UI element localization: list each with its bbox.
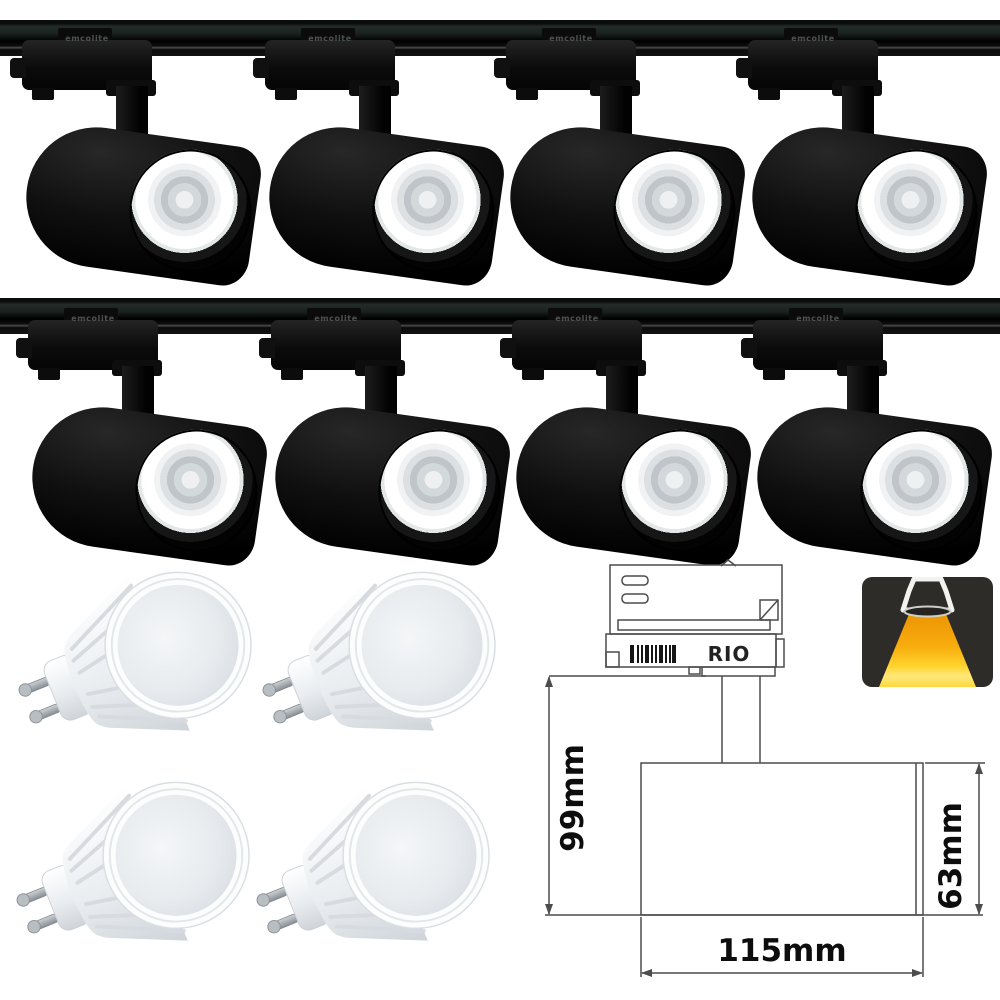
spotlight-lens xyxy=(364,141,503,280)
light-beam xyxy=(879,614,976,687)
track-spotlight: emcolite xyxy=(500,306,768,596)
mount-screw xyxy=(32,88,54,100)
gu10-bulb xyxy=(230,748,517,997)
mount-clip xyxy=(741,338,757,358)
track-spotlight: emcolite xyxy=(253,26,521,316)
beam-angle-icon xyxy=(862,577,993,687)
dim-arrows xyxy=(545,676,983,977)
adapter-notch xyxy=(720,559,737,567)
track-spotlight: emcolite xyxy=(736,26,1000,316)
barcode xyxy=(630,645,676,663)
mount-clip xyxy=(259,338,275,358)
track-spotlight: emcolite xyxy=(10,26,278,316)
mount-clip xyxy=(253,58,269,78)
brand-label: emcolite xyxy=(314,314,358,323)
brand-label: emcolite xyxy=(65,34,109,43)
track-spotlight: emcolite xyxy=(741,306,1000,596)
dim-label-height: 99mm xyxy=(555,744,591,852)
dimension-diagram: RIO 99mm 63mm 115mm xyxy=(538,553,1000,1000)
brand-label: emcolite xyxy=(796,314,840,323)
adapter-slot xyxy=(621,575,649,586)
gu10-bulb xyxy=(0,538,279,787)
spotlight-lens xyxy=(852,421,991,560)
model-label: RIO xyxy=(708,642,751,666)
track-spotlight: emcolite xyxy=(16,306,284,596)
spotlight-lens xyxy=(611,421,750,560)
dim-label-diameter: 63mm xyxy=(933,802,969,910)
mount-clip xyxy=(736,58,752,78)
brand-label: emcolite xyxy=(71,314,115,323)
diagram-body xyxy=(640,762,924,916)
spotlight-body xyxy=(501,118,749,289)
gu10-bulb xyxy=(0,748,277,997)
spotlight-body xyxy=(17,118,265,289)
mount-screw xyxy=(758,88,780,100)
track-spotlight: emcolite xyxy=(259,306,527,596)
spotlight-body xyxy=(507,398,755,569)
spotlight-body xyxy=(743,118,991,289)
mount-screw xyxy=(275,88,297,100)
brand-label: emcolite xyxy=(308,34,352,43)
adapter-ledge xyxy=(617,619,771,631)
adapter-foot xyxy=(605,651,620,668)
dim-label-width: 115mm xyxy=(717,933,846,969)
mount-screw xyxy=(516,88,538,100)
brand-label: emcolite xyxy=(549,34,593,43)
mount-screw xyxy=(763,368,785,380)
spotlight-body xyxy=(266,398,514,569)
mount-screw xyxy=(281,368,303,380)
mount-clip xyxy=(494,58,510,78)
mount-clip xyxy=(10,58,26,78)
spotlight-lens xyxy=(121,141,260,280)
spotlight-lens xyxy=(127,421,266,560)
spotlight-body xyxy=(23,398,271,569)
spotlight-lens xyxy=(847,141,986,280)
spotlight-head-icon xyxy=(900,577,955,613)
spotlight-lens xyxy=(605,141,744,280)
gu10-bulb xyxy=(236,538,523,787)
track-spotlight: emcolite xyxy=(494,26,762,316)
mount-screw xyxy=(38,368,60,380)
mount-screw xyxy=(522,368,544,380)
brand-label: emcolite xyxy=(555,314,599,323)
mount-clip xyxy=(16,338,32,358)
adapter-slot xyxy=(621,593,649,604)
spotlight-body xyxy=(260,118,508,289)
brand-label: emcolite xyxy=(791,34,835,43)
spotlight-mouth-icon xyxy=(903,605,952,618)
spotlight-body xyxy=(748,398,996,569)
mount-clip xyxy=(500,338,516,358)
spotlight-lens xyxy=(370,421,509,560)
